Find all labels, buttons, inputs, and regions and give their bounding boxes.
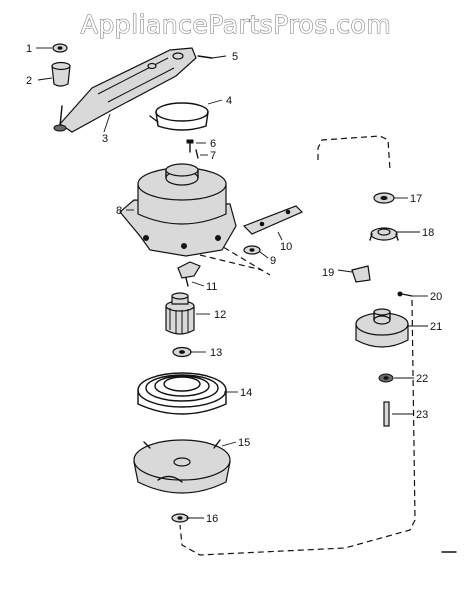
callout-23-label: 23 xyxy=(416,409,428,421)
callout-15-label: 15 xyxy=(238,437,250,449)
part-15-pulley-cup xyxy=(133,439,231,494)
callout-11-label: 11 xyxy=(206,281,217,293)
part-9-washer xyxy=(243,245,261,255)
part-21-pawl-hub xyxy=(355,308,409,348)
part-14-recoil-spring xyxy=(137,372,227,415)
assembly-dashed-path xyxy=(179,135,416,556)
part-11-coupling xyxy=(177,261,201,287)
callout-13-label: 13 xyxy=(210,347,222,359)
part-5-pin xyxy=(197,55,213,59)
part-20-screw xyxy=(397,291,413,297)
part-23-rod xyxy=(383,401,390,427)
part-7-screw xyxy=(195,149,199,159)
part-12-pinion-gear xyxy=(165,292,195,335)
callout-2: 2 xyxy=(26,75,32,87)
callout-18-label: 18 xyxy=(422,227,434,239)
callout-14-label: 14 xyxy=(240,387,252,399)
callout-16-label: 16 xyxy=(206,513,218,525)
part-18-retainer xyxy=(369,227,399,241)
part-8-motor-housing xyxy=(119,163,237,257)
part-4-spring-band xyxy=(149,102,209,131)
part-6-screw xyxy=(186,139,194,153)
part-19-spring-clip xyxy=(351,265,371,283)
part-3-agitator-arm xyxy=(53,47,197,133)
part-2-knob xyxy=(51,61,71,87)
part-22-nut xyxy=(378,373,394,383)
callout-22-label: 22 xyxy=(416,373,428,385)
part-10-bracket xyxy=(242,205,304,235)
callout-10-label: 10 xyxy=(280,241,292,253)
callout-12-label: 12 xyxy=(214,309,226,321)
leader-lines xyxy=(36,47,428,519)
callout-8-label: 8 xyxy=(116,205,122,217)
callout-5-label: 5 xyxy=(232,51,238,63)
callout-17-label: 17 xyxy=(410,193,422,205)
part-16-washer xyxy=(171,513,189,523)
callout-9-label: 9 xyxy=(270,255,276,267)
watermark-text: AppliancePartsPros.com xyxy=(81,10,391,39)
callout-21-label: 21 xyxy=(430,321,442,333)
callout-19-label: 19 xyxy=(322,267,334,279)
part-17-washer xyxy=(373,192,395,204)
callout-3: 3 xyxy=(102,133,108,145)
part-13-washer xyxy=(172,346,192,358)
part-1-washer xyxy=(52,43,68,53)
callout-labels: 1 2 3 4 xyxy=(26,43,108,145)
callout-labels-main: 4 5 6 7 8 9 10 11 12 13 14 15 16 17 18 1… xyxy=(116,51,442,525)
callout-6-label: 6 xyxy=(210,138,216,150)
callout-1: 1 xyxy=(26,43,32,55)
callout-20-label: 20 xyxy=(430,291,442,303)
callout-4-label: 4 xyxy=(226,95,232,107)
callout-7-label: 7 xyxy=(210,150,216,162)
